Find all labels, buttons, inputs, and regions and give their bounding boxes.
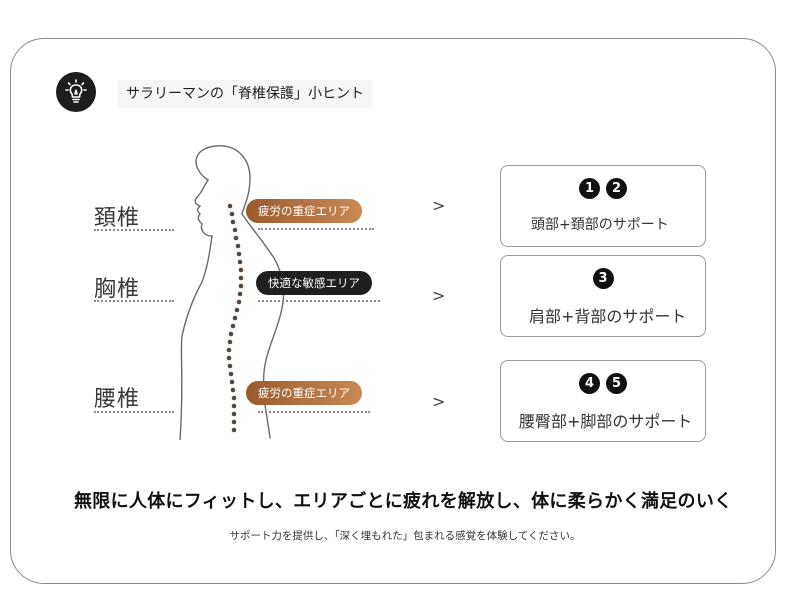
support-box-shoulder-back: 3 肩部+背部のサポート — [500, 255, 706, 337]
chevron-right-icon: > — [432, 196, 446, 215]
support-label: 腰臀部+脚部のサポート — [519, 412, 693, 431]
support-label: 肩部+背部のサポート — [529, 307, 687, 326]
region-label-thoracic: 胸椎 — [94, 277, 141, 302]
number-badge: 3 — [592, 268, 614, 289]
header-title: サラリーマンの「脊椎保護」小ヒント — [118, 80, 372, 108]
dotted-divider — [258, 228, 374, 230]
chevron-right-icon: > — [432, 392, 446, 411]
support-box-waist-legs: 4 5 腰臀部+脚部のサポート — [500, 360, 706, 442]
support-label: 頭部+頚部のサポート — [531, 217, 669, 233]
dotted-divider — [94, 411, 174, 413]
number-badge: 1 — [579, 178, 600, 199]
number-badge: 5 — [606, 373, 627, 394]
subtext: サポート力を提供し、「深く埋もれた」包まれる感覚を体験してください。 — [229, 530, 581, 542]
dotted-divider — [258, 411, 370, 413]
chevron-right-icon: > — [432, 286, 446, 305]
dotted-divider — [258, 300, 380, 302]
human-silhouette-icon — [179, 145, 285, 440]
headline: 無限に人体にフィットし、エリアごとに疲れを解放し、体に柔らかく満足のいく — [74, 491, 733, 512]
fatigue-tag-cervical: 疲労の重症エリア — [246, 199, 362, 223]
dotted-divider — [94, 229, 174, 231]
region-label-cervical: 頚椎 — [94, 206, 141, 231]
fatigue-tag-lumbar: 疲労の重症エリア — [246, 381, 362, 405]
number-badge: 2 — [606, 178, 627, 199]
dotted-divider — [94, 300, 174, 302]
number-badge: 4 — [579, 373, 600, 394]
comfort-tag-thoracic: 快適な敏感エリア — [256, 271, 372, 295]
support-box-head-neck: 1 2 頭部+頚部のサポート — [500, 165, 706, 247]
region-label-lumbar: 腰椎 — [94, 387, 141, 412]
lightbulb-icon — [56, 72, 96, 112]
